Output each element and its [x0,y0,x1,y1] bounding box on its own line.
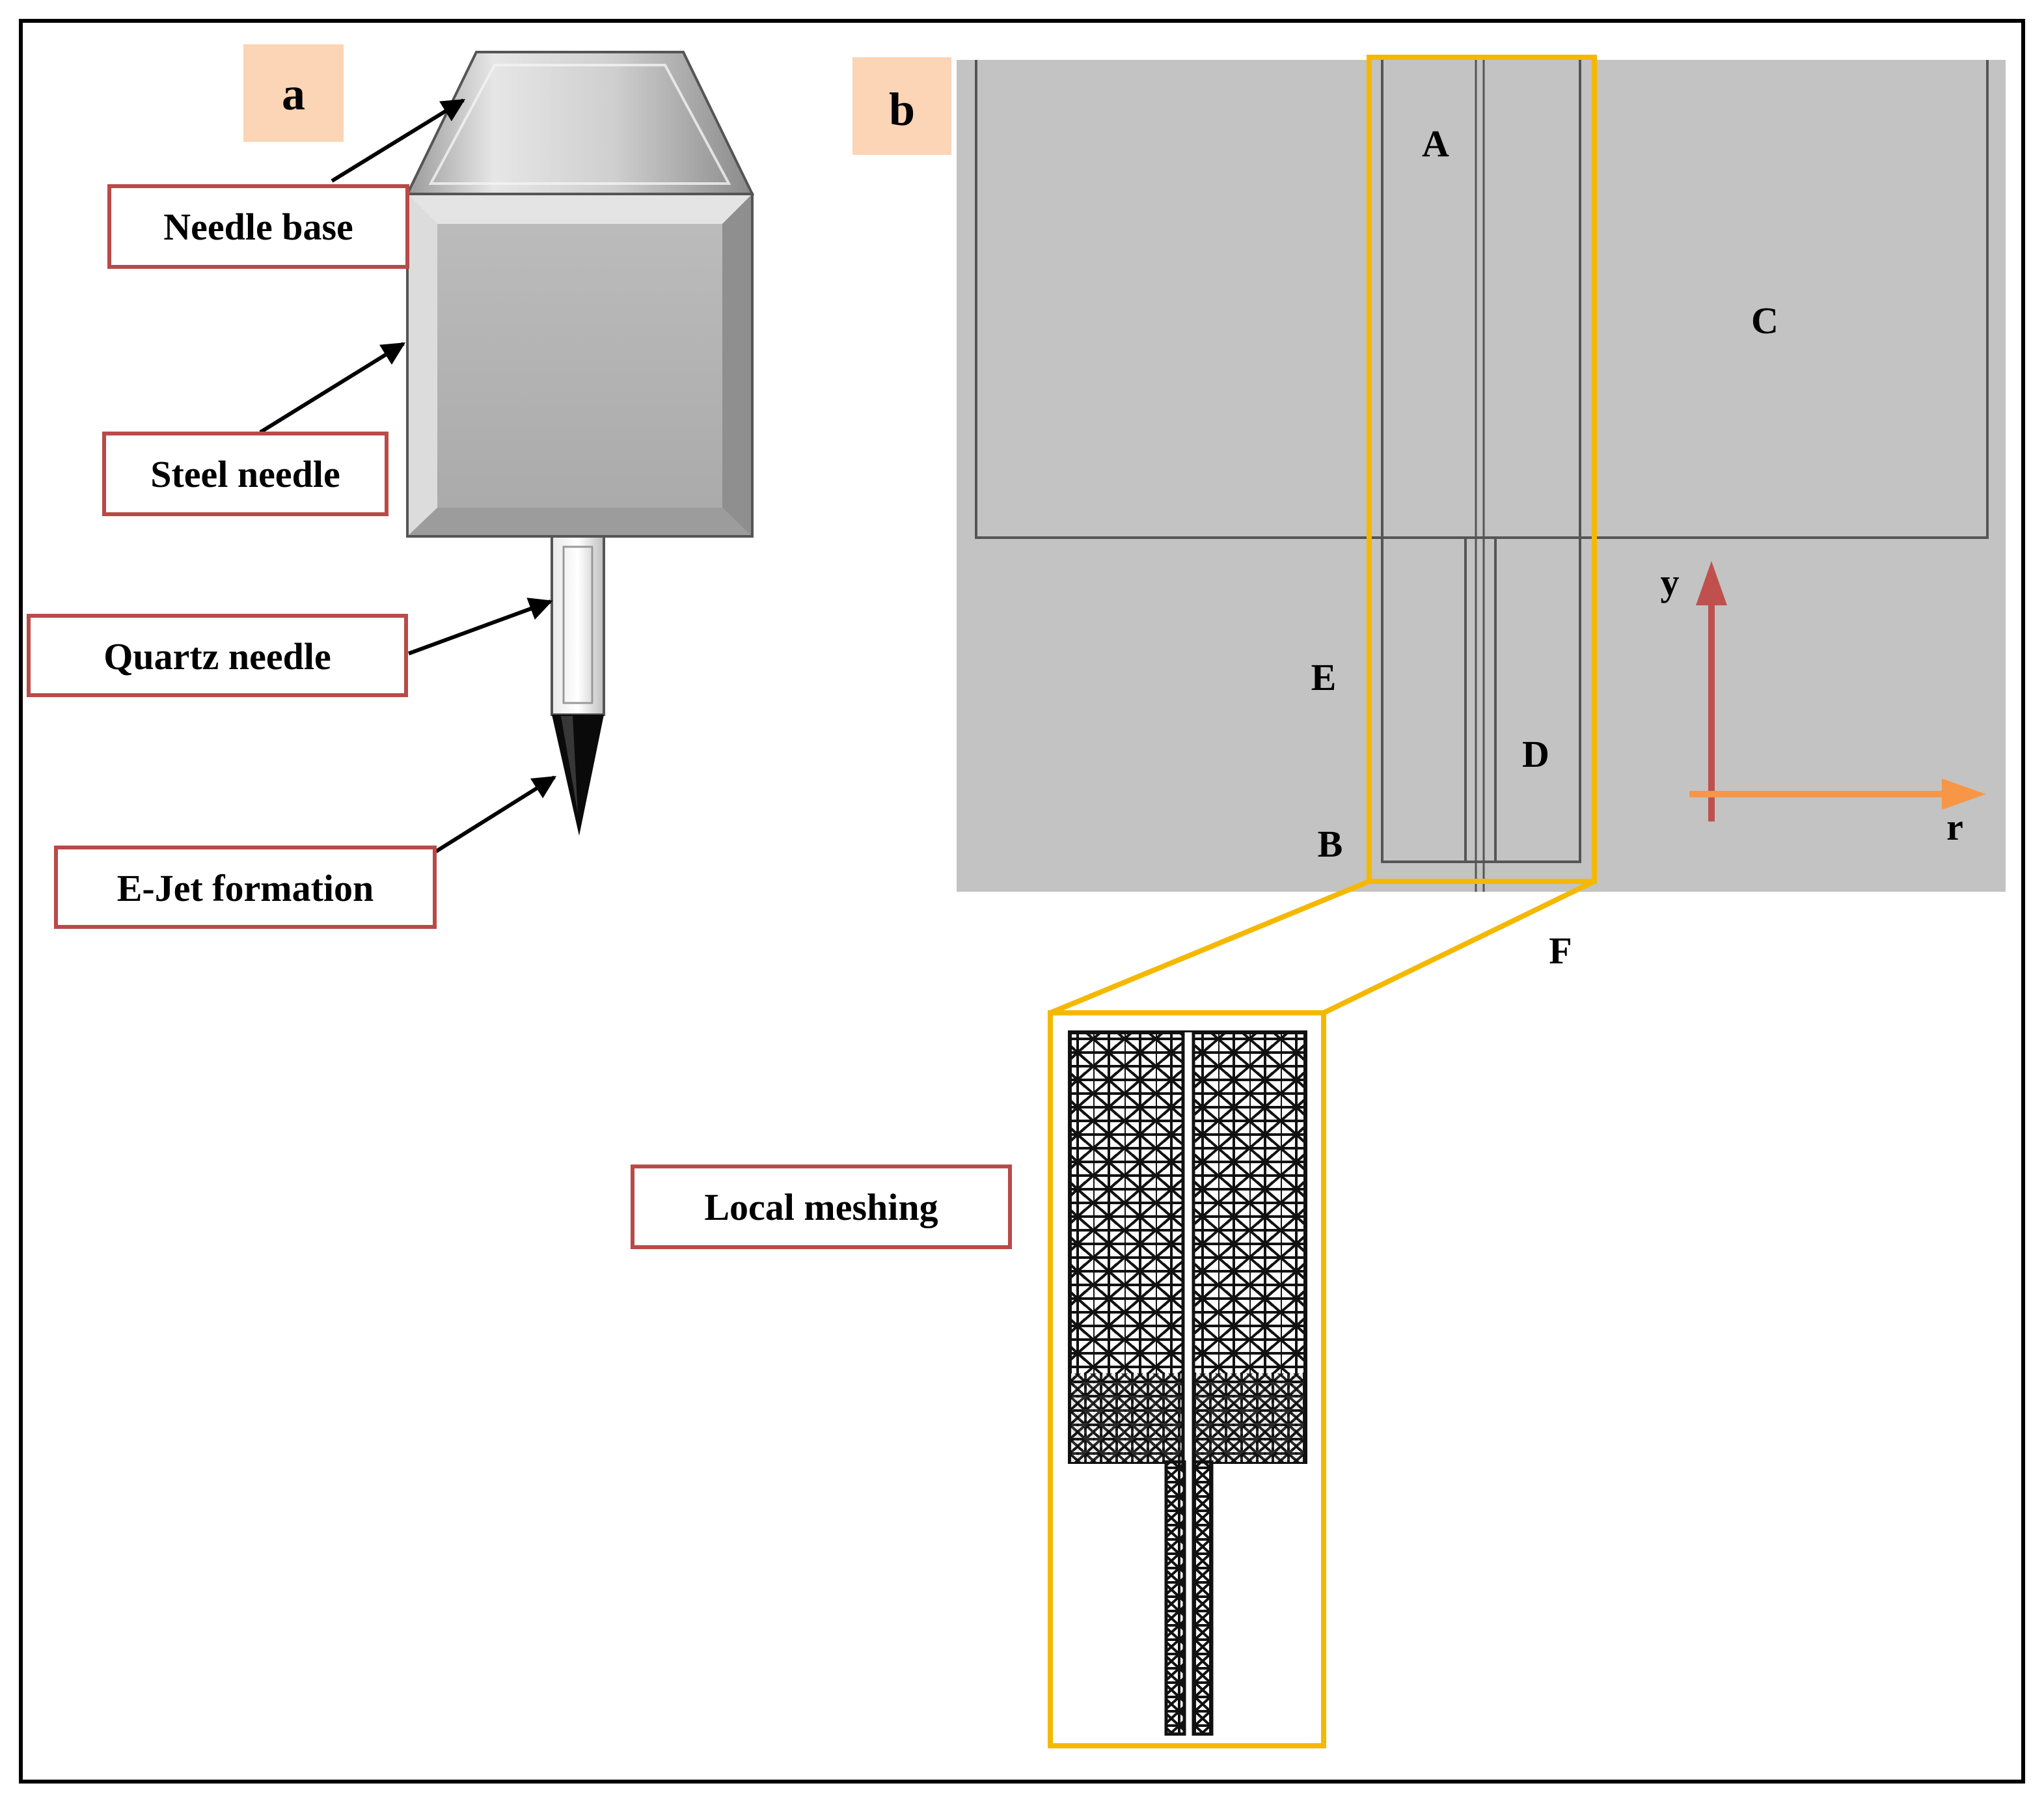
quartz-needle-shape [551,535,605,716]
panel-b: b A C E D B F y r [852,55,2006,972]
zoom-connector-left [1049,879,1370,1015]
zoom-highlight-box [1367,55,1597,884]
arrow-ejet [435,775,557,853]
steel-needle-shape [406,193,754,538]
region-label-a: A [1422,122,1449,165]
steel-needle-top-bevel [409,195,751,224]
callout-ejet: E-Jet formation [117,867,374,909]
region-label-b: B [1318,823,1343,865]
region-label-c: C [1751,299,1778,342]
arrow-quartz-needle [407,598,553,655]
callout-box-local-meshing [631,1164,1012,1249]
zoom-connector [1049,879,1596,1015]
mesh-stem-left [1164,1460,1186,1736]
steel-needle-left-bevel [409,195,437,535]
ejet-cone-highlight [561,716,578,814]
y-axis-label: y [1661,561,1680,603]
domain-background [957,60,2006,892]
arrow-needle-base [331,98,466,183]
r-axis-label: r [1946,806,1963,848]
needle-base-bevel [428,64,731,185]
region-label-f: F [1549,930,1572,972]
mesh-center-gap [1184,1032,1192,1734]
steel-needle-bottom-bevel [409,508,751,535]
callout-box-quartz-needle [27,614,408,697]
callout-box-ejet [54,846,437,929]
callout-box-needle-base [107,184,409,269]
region-label-d: D [1522,733,1549,775]
local-meshing-inset: Local meshing [631,1010,1326,1748]
zoom-connector-right [1322,879,1596,1015]
ejet-cone [552,715,604,836]
panel-a: a Needle base Steel needle Quartz needle… [27,44,755,929]
callout-needle-base: Needle base [163,206,353,248]
r-axis-arrowhead [1942,778,1986,810]
region-label-e: E [1311,656,1337,698]
arrow-steel-needle [259,342,406,434]
needle-column-outline [1381,60,1581,863]
steel-needle-right-bevel [722,195,751,535]
callout-local-meshing: Local meshing [704,1186,938,1228]
callout-quartz-needle: Quartz needle [103,635,331,678]
callout-box-steel-needle [102,432,388,516]
quartz-needle-bevel [562,545,593,704]
panel-b-tag-bg [852,57,951,155]
panel-b-tag: b [889,83,915,135]
panel-a-tag-bg [243,44,344,142]
callout-steel-needle: Steel needle [150,453,340,495]
panel-a-tag: a [282,68,305,120]
mesh-stem-right [1192,1460,1214,1736]
region-c-outline [975,60,1989,539]
y-axis-arrowhead [1696,561,1727,605]
